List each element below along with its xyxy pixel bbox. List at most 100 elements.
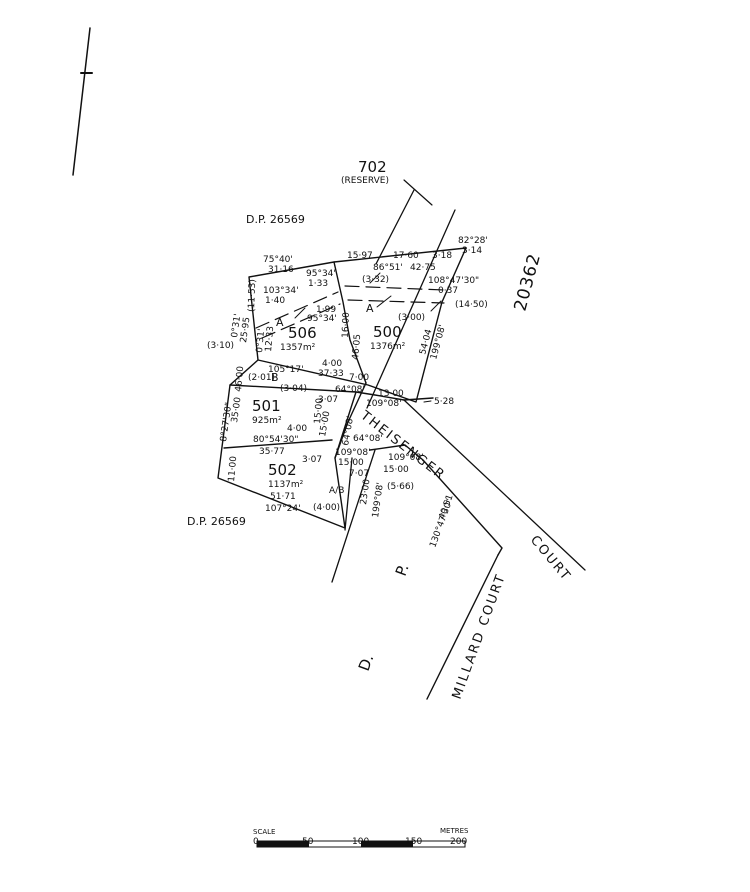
easement-a-lot506: A <box>276 316 284 329</box>
dim-label: 17·60 <box>393 251 419 261</box>
dim-label: 109°08' <box>388 453 424 463</box>
dp-label-top: D.P. 26569 <box>246 213 305 226</box>
reserve-number: 702 <box>358 158 387 176</box>
dim-label: 7·07 <box>349 469 369 479</box>
dim-label: (14·50) <box>455 300 488 310</box>
dim-label: 199°08' <box>371 482 386 519</box>
dim-label: A/B <box>329 486 344 496</box>
road-labels: THEISENGER COURT MILLARD COURT D. P. <box>355 408 574 702</box>
dim-label: 23·00 <box>359 478 373 505</box>
dim-label: (3·00) <box>398 313 425 323</box>
dim-label: 16·00 <box>341 312 352 338</box>
dim-label: (3·04) <box>280 384 307 394</box>
scale-tick: 0 <box>253 837 259 847</box>
dim-label: 105°17' <box>268 365 304 375</box>
dim-label: 15·00 <box>313 397 325 424</box>
dim-label: 0°31' <box>230 313 243 338</box>
boundary-lines <box>331 189 586 583</box>
scale-tick: 50 <box>302 837 314 847</box>
scale-label: SCALE <box>253 828 275 836</box>
reserve-702: 702 (RESERVE) <box>341 158 433 206</box>
dim-label: 103°34' <box>263 286 299 296</box>
dim-label: (5·66) <box>387 482 414 492</box>
dp-label-bottom: D.P. 26569 <box>187 515 246 528</box>
dim-label: 95°34' <box>307 314 337 324</box>
dim-label: 3·07 <box>302 455 322 465</box>
dim-label: 75°40' <box>263 255 293 265</box>
dim-label: 46·05 <box>351 334 363 361</box>
lot-506-area: 1357m² <box>280 343 316 353</box>
dim-label: 82°28' <box>458 236 488 246</box>
dim-label: 5·28 <box>434 397 454 407</box>
dim-label: (11·53) <box>247 279 258 312</box>
dim-label: 4·00 <box>322 359 342 369</box>
dim-label: 25·95 <box>239 317 252 344</box>
easement-b-label: B <box>271 371 279 384</box>
dim-label: 51·71 <box>270 492 296 502</box>
reserve-label: (RESERVE) <box>341 176 389 186</box>
dim-label: 15·00 <box>318 410 332 437</box>
dim-label: 4·00 <box>287 424 307 434</box>
plan-number: 20362 <box>511 251 546 313</box>
lot-501-area: 925m² <box>252 416 282 426</box>
dim-label: 35·77 <box>259 447 285 457</box>
dim-label: 1·99 <box>316 305 336 315</box>
north-arrow <box>72 27 93 176</box>
dim-label: 13·00 <box>378 389 404 399</box>
dim-label: 109°08' <box>366 399 402 409</box>
dim-label: 11·00 <box>227 455 239 482</box>
dim-label: 15·97 <box>347 251 373 261</box>
dim-label: 37·33 <box>318 369 344 379</box>
dim-label: 7·00 <box>349 373 369 383</box>
dim-label: 15·00 <box>338 458 364 468</box>
easement-leaders <box>294 272 442 403</box>
lot-labels: 506 1357m² 500 1376m² 501 925m² 502 1137… <box>252 323 406 490</box>
dim-label: 109°08' <box>335 448 371 458</box>
scale-tick: 150 <box>405 837 422 847</box>
dim-label: 80°54'30" <box>253 435 298 445</box>
dim-label: 64°08' <box>335 385 365 395</box>
dim-label: 12·33 <box>264 326 276 353</box>
road-court: COURT <box>527 533 574 585</box>
dim-label: 3·07 <box>318 395 338 405</box>
dim-label: 42·75 <box>410 263 436 273</box>
dim-label: (4·00) <box>313 503 340 513</box>
scale-tick: 100 <box>352 837 369 847</box>
dim-label: 31·16 <box>268 265 294 275</box>
dim-label: 64°08' <box>353 434 383 444</box>
scale-bar-segment <box>257 841 309 847</box>
road-p: P. <box>392 561 413 578</box>
dim-label: 0°31' <box>255 328 267 353</box>
dim-label: (3·10) <box>207 341 234 351</box>
dim-label: (3·32) <box>362 275 389 285</box>
dim-label: 95°34' <box>306 269 336 279</box>
lot-501-number: 501 <box>252 397 281 415</box>
dim-label: 46·00 <box>234 365 246 392</box>
dim-label: 35·00 <box>230 396 244 423</box>
easement-lines <box>255 285 445 339</box>
dim-label: 3·18 <box>432 251 452 261</box>
dim-label: 15·00 <box>383 465 409 475</box>
dim-label: 86°51' <box>373 263 403 273</box>
lot-502-number: 502 <box>268 461 297 479</box>
scale-tick: 200 <box>450 837 467 847</box>
dimension-labels: 75°40' 31·16 15·97 17·60 3·18 82°28' 3·1… <box>207 236 488 549</box>
lot-outlines <box>217 247 503 700</box>
scale-bar: SCALE METRES 0 50 100 150 200 <box>253 827 469 848</box>
dim-label: 107°24' <box>265 504 301 514</box>
lot-502-area: 1137m² <box>268 480 304 490</box>
scale-bar-segment <box>361 841 413 847</box>
scale-units: METRES <box>440 827 469 835</box>
road-d: D. <box>355 652 377 673</box>
dim-label: 1·40 <box>265 296 285 306</box>
easement-labels: A A B <box>271 302 374 384</box>
dim-label: (2·01) <box>248 373 275 383</box>
dim-label: 3·14 <box>462 246 482 256</box>
dim-label: 1·33 <box>308 279 328 289</box>
easement-a-main: A <box>366 302 374 315</box>
dim-label: 0·37 <box>438 286 458 296</box>
lot-500-number: 500 <box>373 323 402 341</box>
lot-500-area: 1376m² <box>370 342 406 352</box>
dim-label: 108°47'30" <box>428 276 479 286</box>
